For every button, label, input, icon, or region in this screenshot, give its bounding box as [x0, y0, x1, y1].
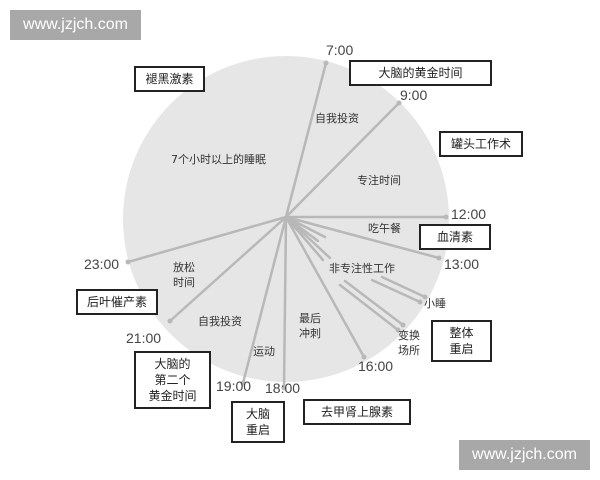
box-brain-restart: 大脑 重启	[231, 401, 285, 443]
segment-self-invest-morning: 自我投资	[315, 112, 359, 125]
watermark-top: www.jzjch.com	[10, 10, 141, 40]
time-label-1900: 19:00	[216, 378, 252, 394]
box-full-restart: 整体 重启	[431, 320, 492, 362]
segment-final-sprint: 最后 冲刺	[299, 312, 321, 340]
segment-change-place: 变换 场所	[398, 329, 420, 357]
box-serotonin: 血清素	[419, 224, 491, 250]
time-label-1200: 12:00	[451, 206, 487, 222]
time-spokes	[126, 61, 448, 390]
segment-non-focus-work: 非专注性工作	[329, 262, 395, 275]
watermark-bottom: www.jzjch.com	[459, 440, 590, 470]
segment-focus-time: 专注时间	[357, 174, 401, 187]
spoke-endpoints	[125, 60, 449, 391]
time-label-1300: 13:00	[444, 256, 480, 272]
segment-exercise: 运动	[253, 345, 275, 358]
segment-sleep: 7个小时以上的睡眠	[171, 153, 266, 166]
box-second-golden-time: 大脑的 第二个 黄金时间	[134, 351, 211, 409]
box-golden-time: 大脑的黄金时间	[349, 60, 492, 86]
time-label-0900: 9:00	[400, 87, 428, 103]
segment-lunch: 吃午餐	[368, 222, 401, 235]
box-melatonin: 褪黑激素	[134, 66, 205, 92]
time-label-0700: 7:00	[326, 42, 354, 58]
segment-self-invest-evening: 自我投资	[198, 315, 242, 328]
time-label-2100: 21:00	[126, 330, 162, 346]
box-can-work: 罐头工作术	[439, 131, 523, 157]
segment-nap: 小睡	[424, 297, 446, 310]
segment-relax-time: 放松 时间	[173, 261, 195, 289]
time-label-2300: 23:00	[84, 256, 120, 272]
time-label-1800: 18:00	[265, 380, 301, 396]
time-label-1600: 16:00	[358, 358, 394, 374]
box-noradrenaline: 去甲肾上腺素	[303, 399, 411, 425]
box-oxytocin: 后叶催产素	[76, 289, 158, 315]
